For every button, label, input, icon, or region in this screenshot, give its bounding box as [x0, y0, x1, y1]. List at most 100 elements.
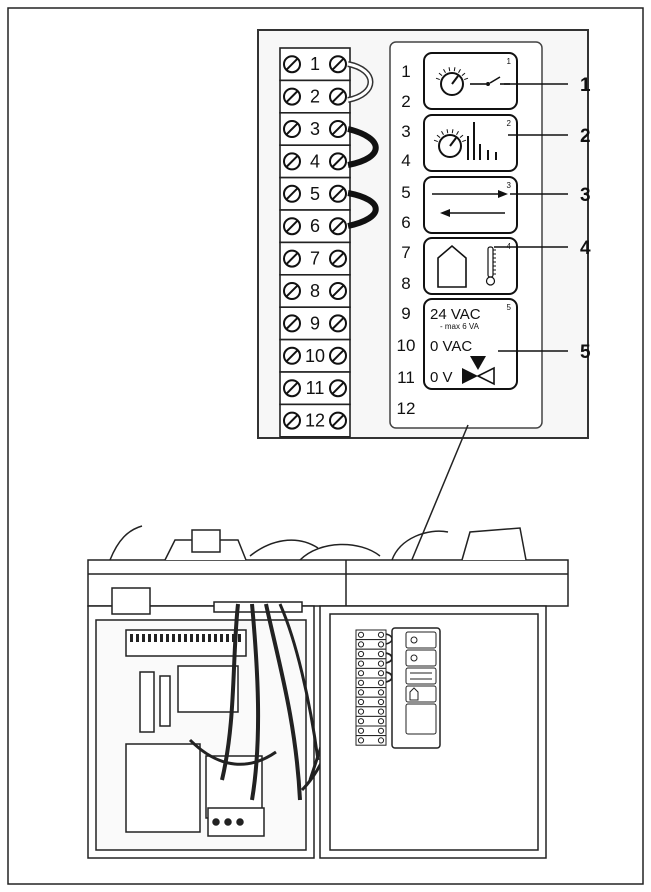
mini-terminal [355, 696, 387, 708]
mini-dial-icon [410, 636, 418, 644]
pcb-pin [220, 634, 223, 642]
lug-screw [224, 818, 232, 826]
mini-panel [405, 649, 437, 667]
pcb-pin [190, 634, 193, 642]
row-label: 4 [401, 151, 410, 170]
jumper-wire-5-6 [347, 190, 379, 229]
terminal-number: 4 [310, 151, 320, 171]
pcb-pin [178, 634, 181, 642]
mounting-rail [213, 601, 303, 613]
mini-terminal [355, 639, 387, 650]
voltage-sub-label: - max 6 VA [440, 322, 480, 331]
row-label: 7 [401, 243, 410, 262]
terminal-number: 9 [310, 313, 320, 333]
row-label: 10 [397, 336, 416, 355]
row-label: 1 [401, 62, 410, 81]
panel-index: 2 [507, 119, 512, 128]
screw-icon [329, 217, 347, 236]
callout-number-3: 3 [580, 185, 591, 206]
row-label: 5 [401, 183, 410, 202]
terminal-5: 5 [279, 176, 351, 211]
terminal-12: 12 [279, 403, 351, 438]
screw-icon [283, 87, 301, 106]
row-label: 11 [397, 368, 415, 387]
function-panel-3: 3 [423, 176, 518, 234]
terminal-number: 6 [310, 216, 320, 236]
pcb-pin [166, 634, 169, 642]
function-panel-5: 5 [423, 298, 518, 390]
component-bar-2 [159, 675, 171, 727]
voltage-label-24vac: 24 VAC [430, 306, 481, 323]
terminal-6: 6 [279, 209, 351, 244]
mini-terminal [355, 725, 387, 737]
function-panel-2: 2 [423, 114, 518, 172]
mini-panel [405, 703, 437, 735]
enclosure-top-slab [87, 559, 569, 607]
pcb-pin [184, 634, 187, 642]
terminal-number: 8 [310, 281, 320, 301]
boiler-enclosure-illustration [87, 525, 569, 859]
screw-icon [283, 184, 301, 203]
terminal-10: 10 [279, 338, 351, 373]
screw-icon [283, 55, 301, 74]
function-panel-1: 1 [423, 52, 518, 110]
pcb-pin [136, 634, 139, 642]
terminal-number: 10 [305, 346, 325, 366]
mini-terminal [355, 715, 387, 727]
pcb-pin [154, 634, 157, 642]
screw-icon [283, 120, 301, 138]
screw-icon [283, 346, 301, 365]
timer-bars-icon [433, 122, 497, 160]
cable-bundle-1 [220, 603, 240, 781]
terminal-number: 7 [310, 249, 320, 269]
cable-gland [111, 587, 151, 615]
screw-icon [329, 346, 347, 365]
panel-index: 1 [507, 57, 512, 66]
pcb-pin [202, 634, 205, 642]
relay-block [177, 665, 239, 713]
row-label: 9 [401, 304, 410, 323]
terminal-7: 7 [279, 241, 351, 276]
screw-icon [283, 152, 301, 171]
mini-terminal [355, 677, 387, 689]
mini-terminal [355, 735, 387, 746]
pcb-pin [142, 634, 145, 642]
terminal-3: 3 [279, 112, 351, 147]
callout-number-5: 5 [580, 342, 591, 363]
mini-house-icon [409, 687, 419, 701]
terminal-number: 3 [310, 119, 320, 139]
screw-icon [283, 249, 301, 268]
mini-dial-icon [410, 654, 418, 662]
cable-bundle-2 [250, 603, 261, 801]
pcb-pin [196, 634, 199, 642]
pcb-connectors [130, 634, 241, 642]
top-pipe-5 [391, 530, 449, 561]
screw-icon [329, 120, 347, 138]
screw-icon [283, 314, 301, 333]
pcb-pin [172, 634, 175, 642]
top-pipe-4 [299, 543, 381, 561]
screw-icon [329, 411, 347, 430]
panel-index: 5 [507, 303, 512, 312]
pcb-pin [238, 634, 241, 642]
mini-panel [405, 631, 437, 649]
terminal-11: 11 [279, 371, 351, 406]
circuit-board-top [125, 629, 247, 657]
mini-function-panels [405, 631, 437, 735]
jumper-wire-3-4 [347, 126, 379, 168]
screw-icon [283, 411, 301, 430]
callout-number-2: 2 [580, 126, 591, 147]
screw-icon [283, 379, 301, 398]
mini-terminal [355, 667, 387, 679]
mini-terminal [355, 706, 387, 717]
terminal-number: 2 [310, 87, 320, 107]
terminal-2: 2 [279, 79, 351, 114]
terminal-4: 4 [279, 144, 351, 179]
house-thermometer-icon [437, 244, 496, 288]
